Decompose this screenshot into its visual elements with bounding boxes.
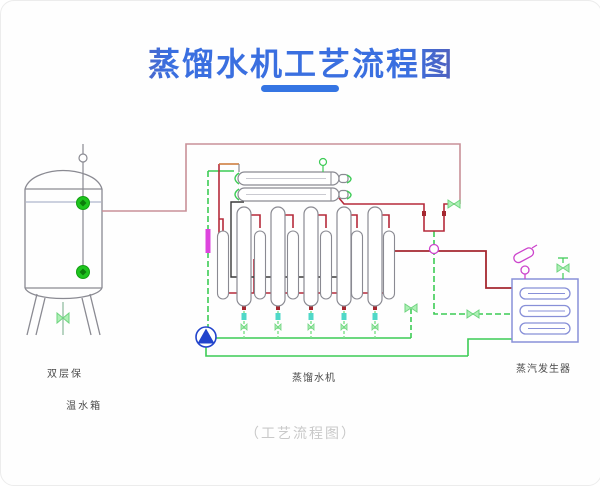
page-title: 蒸馏水机工艺流程图 <box>1 39 600 85</box>
column-drain-lines <box>243 306 376 338</box>
machine-label: 蒸馏水机 <box>292 373 336 384</box>
safety-valve-icon <box>513 244 538 279</box>
valve-bowtie-icon <box>404 303 418 313</box>
vent-circle-icon <box>78 153 88 163</box>
column-drain-fittings <box>240 303 480 331</box>
valve-bowtie-icon <box>447 199 461 209</box>
red-valve-ticks <box>242 211 446 310</box>
vent-circle-icon <box>318 157 328 172</box>
gauge-icon <box>428 243 440 255</box>
distiller-columns-tall <box>236 206 383 307</box>
valve-bowtie-icon <box>240 323 379 331</box>
generator-valve <box>556 257 570 279</box>
valve-bowtie-icon <box>556 263 570 273</box>
condenser-exchangers <box>237 171 349 202</box>
tank-legs <box>26 293 101 336</box>
tank-label: 双层保 温水箱 <box>47 367 102 431</box>
tank-label-line1: 双层保 <box>47 369 83 380</box>
water-tank <box>24 169 103 336</box>
title-underline <box>261 85 339 92</box>
distiller-columns-short <box>216 230 396 300</box>
valve-bowtie-icon <box>56 311 70 325</box>
tank-label-line2: 温水箱 <box>66 401 103 412</box>
tank-drain <box>56 302 70 335</box>
pipe-red-soft-loop <box>102 143 461 212</box>
generator-label: 蒸汽发生器 <box>516 364 571 375</box>
valve-bowtie-icon <box>466 309 480 319</box>
steam-generator <box>511 278 579 343</box>
condenser-green-hooks <box>234 172 352 201</box>
tank-standpipe <box>76 144 90 279</box>
pump-icon <box>195 326 217 348</box>
caption: （工艺流程图） <box>245 425 357 441</box>
